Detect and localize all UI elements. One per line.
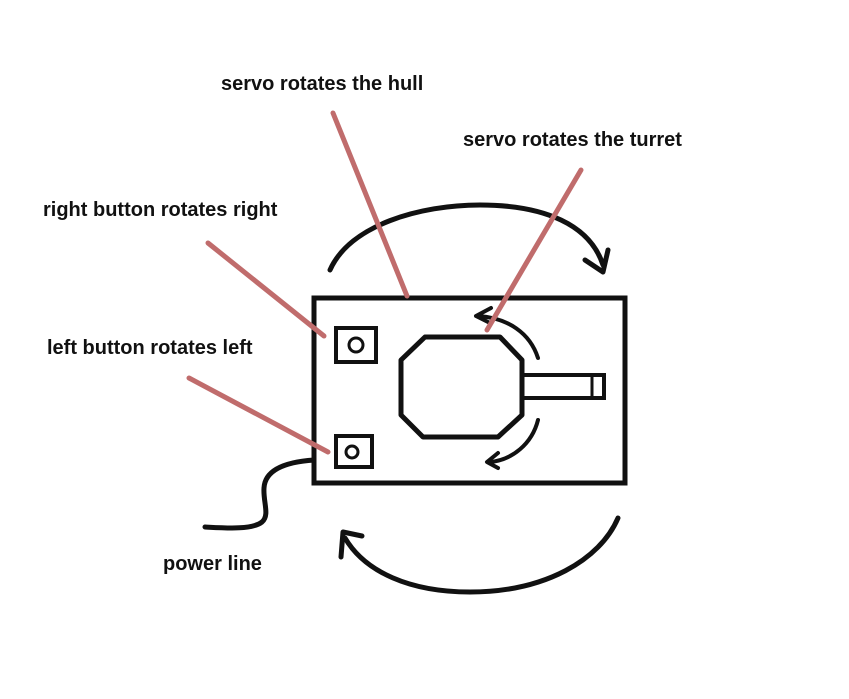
power-cable [202,457,317,531]
label-power-line: power line [163,553,262,575]
turret-rotation-arrow-top [474,306,540,360]
turret-rotation-arrow-bottom [485,418,540,470]
turret [398,334,525,440]
pointer-hull-servo [330,110,410,299]
pointer-left-button [186,375,331,455]
hull-rotation-arrow-top [327,202,611,275]
hull-body [311,295,628,486]
left-button [334,434,374,469]
label-turret-servo: servo rotates the turret [463,129,682,151]
pointer-right-button [205,240,327,339]
label-hull-servo: servo rotates the hull [221,73,424,95]
label-right-button: right button rotates right [43,199,278,221]
label-left-button: left button rotates left [47,337,253,359]
right-button [334,326,378,364]
hull-rotation-arrow-bottom [338,515,621,595]
gun-barrel [522,373,606,400]
pointer-turret-servo [484,167,584,333]
